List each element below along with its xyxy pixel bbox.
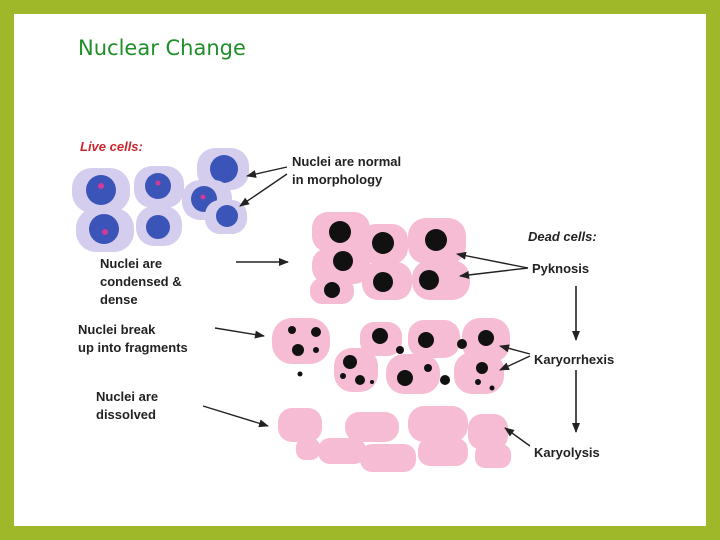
label-condensed-line3: dense: [100, 292, 138, 307]
pyknosis-cells-group: [310, 212, 470, 304]
live-cells-header: Live cells:: [80, 139, 143, 154]
pyknotic-nucleus: [373, 272, 393, 292]
label-dissolved-line1: Nuclei are: [96, 389, 158, 404]
pyknotic-nucleus: [372, 232, 394, 254]
label-fragments-line1: Nuclei break: [78, 322, 156, 337]
label-normal-line1: Nuclei are normal: [292, 154, 401, 169]
label-dissolved-line2: dissolved: [96, 407, 156, 422]
diagram-arrows: [202, 166, 580, 447]
karyorrhexis-cells-group: [272, 318, 510, 394]
label-condensed-line1: Nuclei are: [100, 256, 162, 271]
stage-karyorrhexis: Karyorrhexis: [534, 352, 614, 367]
stage-karyolysis: Karyolysis: [534, 445, 600, 460]
slide-title: Nuclear Change: [78, 36, 246, 60]
karyolysis-cells-group: [278, 406, 511, 472]
live-nucleus: [216, 205, 238, 227]
live-nucleus: [146, 215, 170, 239]
live-cells-group: [72, 148, 249, 252]
label-fragments-line2: up into fragments: [78, 340, 188, 355]
label-normal-line2: in morphology: [292, 172, 383, 187]
pyknotic-nucleus: [419, 270, 439, 290]
live-nucleus: [145, 173, 171, 199]
label-condensed-line2: condensed &: [100, 274, 182, 289]
pyknotic-nucleus: [324, 282, 340, 298]
dead-cells-header: Dead cells:: [528, 229, 597, 244]
live-nucleus: [89, 214, 119, 244]
stage-pyknosis: Pyknosis: [532, 261, 589, 276]
pyknotic-nucleus: [329, 221, 351, 243]
live-nucleus: [86, 175, 116, 205]
live-nucleus: [210, 155, 238, 183]
pyknotic-nucleus: [425, 229, 447, 251]
pyknotic-nucleus: [333, 251, 353, 271]
